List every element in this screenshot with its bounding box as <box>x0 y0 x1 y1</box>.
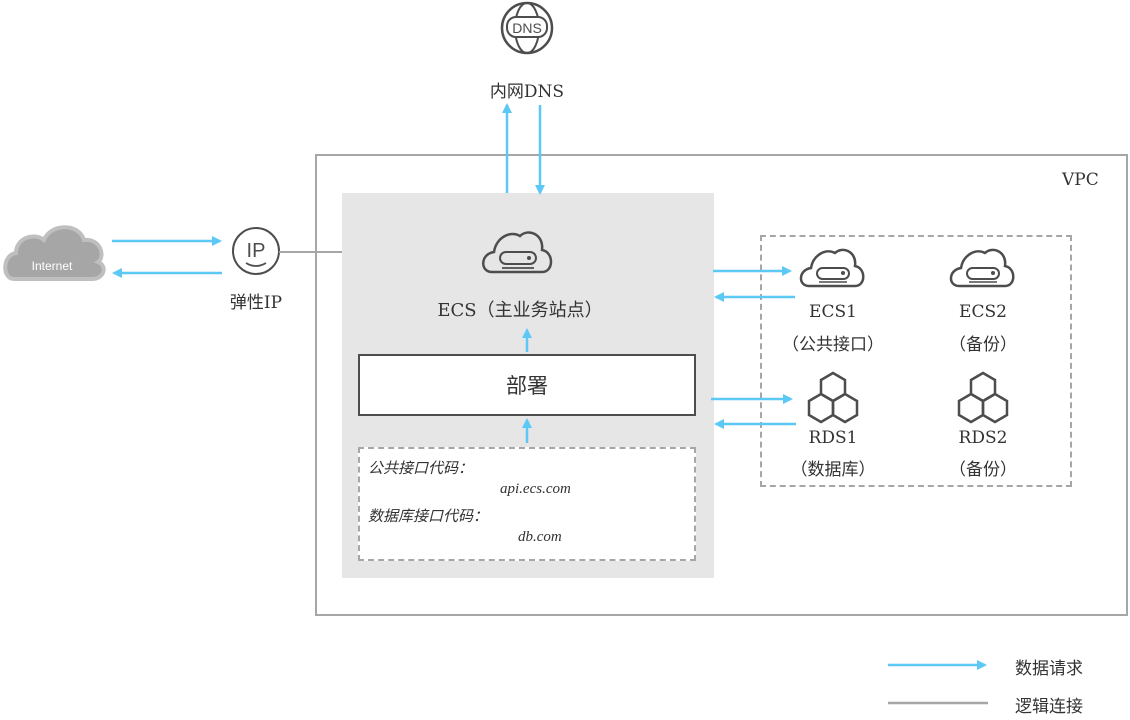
ecs2-label: ECS2 <box>959 302 1007 322</box>
legend-data-request-label: 数据请求 <box>1015 659 1083 679</box>
ecs-main-icon <box>482 231 553 274</box>
code-public-api-title: 公共接口代码： <box>368 461 474 477</box>
rds1-sublabel: （数据库） <box>790 460 876 480</box>
vpc-label: VPC <box>1062 170 1099 190</box>
legend-logical-link-label: 逻辑连接 <box>1015 697 1083 717</box>
rds1-icon <box>807 371 859 424</box>
code-public-api-value: api.ecs.com <box>500 481 571 497</box>
dns-icon-text: DNS <box>512 20 542 36</box>
deploy-box: 部署 <box>358 354 696 416</box>
eip-label: 弹性IP <box>229 293 283 313</box>
dns-globe-icon: DNS <box>500 1 554 55</box>
code-box: 公共接口代码： api.ecs.com 数据库接口代码： db.com <box>358 447 696 561</box>
ecs-main-label: ECS（主业务站点） <box>437 300 603 321</box>
rds2-sublabel: （备份） <box>949 460 1017 480</box>
ip-icon: IP <box>232 227 280 275</box>
code-db-api-title: 数据库接口代码： <box>368 509 489 525</box>
ecs1-label: ECS1 <box>809 302 857 322</box>
internet-label: Internet <box>32 259 73 273</box>
svg-text:IP: IP <box>247 240 266 262</box>
deploy-label: 部署 <box>506 374 548 398</box>
ecs1-sublabel: （公共接口） <box>782 335 884 355</box>
rds1-label: RDS1 <box>808 428 858 448</box>
rds2-label: RDS2 <box>958 428 1008 448</box>
ecs2-icon <box>949 248 1015 288</box>
rds2-icon <box>957 371 1009 424</box>
backend-resource-group <box>760 235 1072 487</box>
code-db-api-value: db.com <box>518 529 562 545</box>
ecs2-sublabel: （备份） <box>949 335 1017 355</box>
dns-label: 内网DNS <box>489 82 565 102</box>
internet-cloud-icon: Internet <box>3 225 106 281</box>
ecs1-icon <box>799 248 865 288</box>
